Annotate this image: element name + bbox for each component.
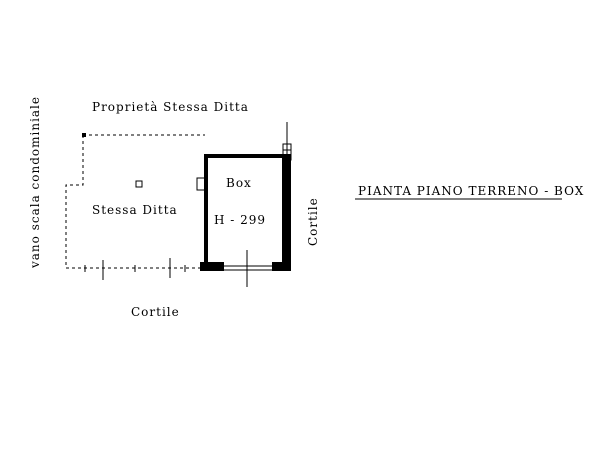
right-vertical-label: Cortile <box>306 197 320 246</box>
bottom-label: Cortile <box>131 305 180 319</box>
garage-door <box>224 265 272 271</box>
adjacent-room-label: Stessa Ditta <box>92 203 178 217</box>
pillar-symbol <box>135 180 143 188</box>
plan-title: PIANTA PIANO TERRENO - BOX <box>358 184 585 198</box>
box-label: Box <box>226 176 252 190</box>
bottom-tick-marks <box>84 258 186 280</box>
box-height-label: H - 299 <box>214 213 267 227</box>
box-walls <box>200 154 291 271</box>
left-vertical-label: vano scala condominiale <box>28 96 42 268</box>
top-label: Proprietà Stessa Ditta <box>92 100 249 114</box>
corner-marker <box>82 133 86 137</box>
adjacent-property-outline <box>65 134 206 269</box>
wall-detail-top-right <box>282 122 292 161</box>
